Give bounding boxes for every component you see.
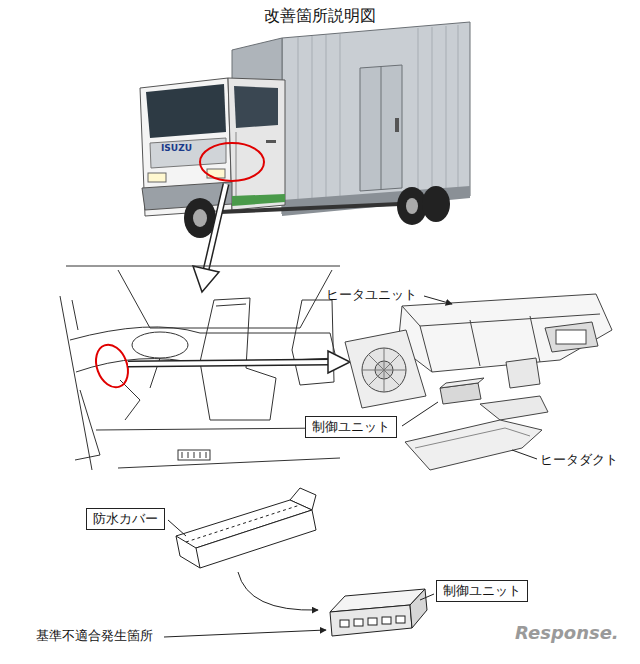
heater-unit-illustration bbox=[345, 294, 612, 470]
heater-unit-illustration bbox=[362, 348, 406, 392]
heater-unit-illustration bbox=[345, 330, 426, 408]
leader-line bbox=[424, 296, 452, 304]
cab-interior-sketch bbox=[75, 390, 100, 460]
truck-illustration bbox=[418, 28, 419, 201]
cab-interior-sketch bbox=[216, 304, 246, 306]
part-name: 制御ユニット bbox=[443, 583, 521, 599]
cab-interior-sketch bbox=[200, 298, 276, 420]
heater-unit-illustration bbox=[545, 322, 598, 352]
part-name: 制御ユニット bbox=[312, 419, 390, 435]
truck-illustration bbox=[422, 186, 450, 222]
heater-unit-illustration bbox=[402, 306, 600, 372]
truck-illustration bbox=[266, 140, 276, 143]
heater-unit-illustration bbox=[398, 294, 612, 372]
part-name: ヒータユニット bbox=[326, 287, 417, 303]
truck-illustration bbox=[234, 86, 278, 128]
control-unit-illustration bbox=[340, 620, 349, 627]
pointer-arrow bbox=[128, 351, 350, 373]
truck-illustration bbox=[446, 26, 447, 199]
truck-illustration bbox=[232, 194, 285, 206]
leader-line bbox=[164, 594, 434, 637]
diagram-title: 改善箇所説明図 bbox=[264, 6, 376, 25]
cab-interior-sketch bbox=[120, 380, 140, 420]
truck-illustration bbox=[395, 118, 399, 132]
control-unit-illustration bbox=[382, 617, 391, 624]
leader-line bbox=[164, 630, 326, 637]
leader-line bbox=[420, 594, 434, 600]
truck-illustration bbox=[140, 78, 232, 216]
cab-interior-sketch bbox=[96, 428, 330, 430]
cab-interior-sketch bbox=[72, 300, 78, 330]
truck-illustration bbox=[432, 27, 433, 200]
heater-unit-illustration bbox=[405, 420, 542, 470]
control-unit-illustration bbox=[330, 605, 412, 636]
truck-illustration bbox=[298, 25, 458, 212]
part-name-box: 制御ユニット bbox=[436, 580, 528, 602]
waterproof-cover-illustration bbox=[176, 488, 316, 568]
heater-unit-illustration bbox=[415, 428, 530, 448]
truck-illustration bbox=[146, 84, 226, 138]
pointer-arrow bbox=[328, 351, 350, 373]
truck-illustration bbox=[458, 25, 459, 198]
leader-line bbox=[238, 572, 318, 610]
brand-mark: ISUZU bbox=[161, 143, 192, 154]
truck-illustration bbox=[282, 22, 470, 214]
leader-line bbox=[168, 520, 318, 610]
control-unit-illustration bbox=[410, 589, 427, 628]
part-name: ヒータダクト bbox=[540, 452, 618, 468]
control-unit-illustration bbox=[330, 589, 427, 636]
cab-interior-sketch bbox=[182, 452, 206, 458]
heater-unit-illustration bbox=[556, 330, 586, 344]
watermark: Response. bbox=[515, 622, 619, 644]
truck-illustration bbox=[148, 173, 166, 182]
cab-interior-sketch bbox=[90, 340, 133, 392]
truck-illustration bbox=[200, 143, 264, 181]
part-name-box: 制御ユニット bbox=[305, 416, 397, 438]
cab-interior-sketch bbox=[132, 332, 188, 358]
truck-illustration bbox=[298, 37, 299, 212]
truck-illustration bbox=[326, 35, 327, 210]
truck-illustration bbox=[184, 198, 216, 238]
control-unit-illustration bbox=[368, 618, 377, 625]
callout-note: 基準不適合発生箇所 bbox=[36, 628, 153, 644]
part-name-box: 防水カバー bbox=[86, 508, 165, 530]
part-name: 防水カバー bbox=[93, 511, 158, 527]
truck-illustration bbox=[360, 65, 402, 191]
pointer-arrow bbox=[206, 184, 226, 270]
truck-illustration bbox=[193, 209, 207, 227]
control-unit-illustration bbox=[396, 616, 405, 623]
cab-interior-sketch bbox=[178, 450, 210, 460]
heater-unit-illustration bbox=[440, 378, 484, 388]
pointer-arrow bbox=[128, 362, 330, 364]
cab-interior-sketch bbox=[118, 458, 340, 468]
truck-illustration bbox=[140, 22, 470, 238]
truck-illustration bbox=[220, 204, 400, 212]
heater-unit-illustration bbox=[506, 358, 540, 388]
waterproof-cover-illustration bbox=[196, 510, 316, 568]
cab-interior-sketch bbox=[60, 266, 340, 470]
leader-line bbox=[512, 450, 537, 459]
truck-illustration bbox=[340, 34, 341, 208]
leader-line bbox=[402, 296, 537, 459]
truck-illustration bbox=[312, 36, 313, 211]
waterproof-cover-illustration bbox=[186, 505, 300, 542]
pointer-arrow bbox=[206, 184, 226, 270]
truck-illustration bbox=[381, 66, 382, 190]
truck-illustration bbox=[406, 198, 418, 214]
heater-unit-illustration bbox=[480, 396, 548, 420]
pointer-arrow bbox=[193, 184, 226, 292]
cab-interior-sketch bbox=[66, 266, 340, 267]
heater-unit-illustration bbox=[362, 348, 406, 392]
truck-illustration bbox=[232, 38, 282, 82]
leader-line bbox=[168, 520, 186, 536]
pointer-arrow bbox=[193, 266, 219, 292]
truck-illustration bbox=[150, 138, 226, 168]
cab-interior-sketch bbox=[60, 296, 92, 470]
pointer-arrow bbox=[128, 362, 330, 364]
leader-line bbox=[402, 402, 438, 426]
waterproof-cover-illustration bbox=[176, 536, 200, 568]
control-unit-illustration bbox=[354, 619, 363, 626]
